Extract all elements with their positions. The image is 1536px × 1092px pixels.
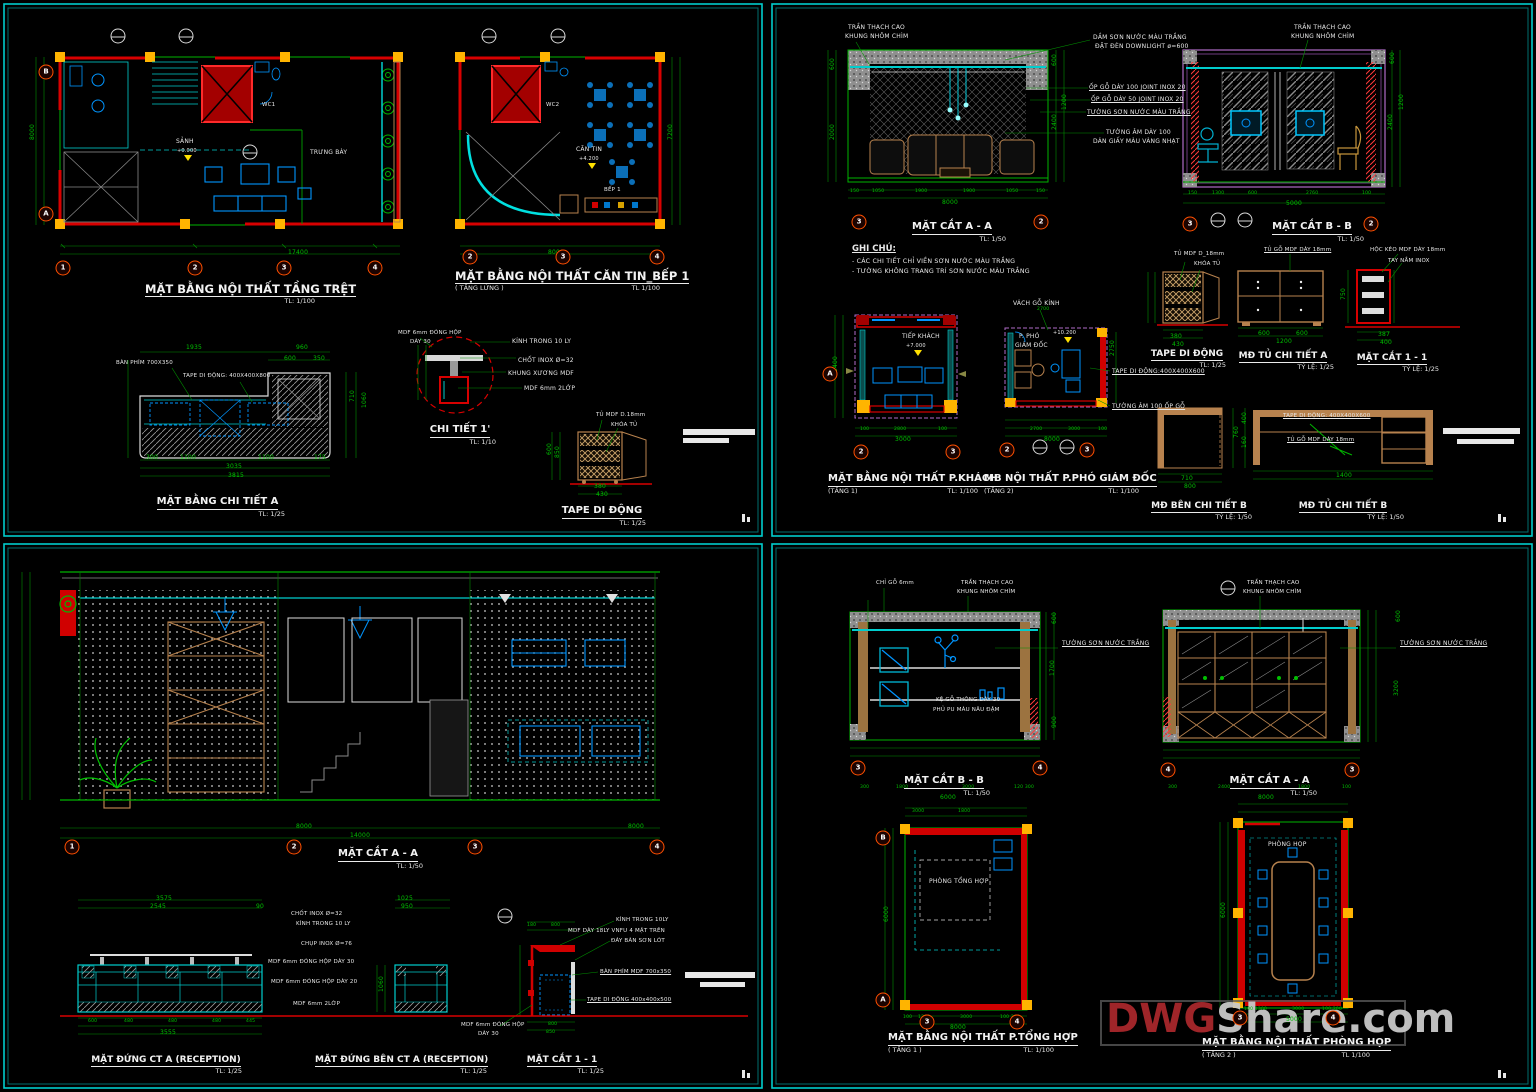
title-tape-di-dong-tr: TAPE DI ĐỘNG TL: 1/25	[1150, 349, 1226, 370]
title-tape-di-dong-tl: TAPE DI ĐỘNG TL: 1/25	[561, 505, 646, 527]
watermark-box	[1100, 1000, 1406, 1046]
title-mat-cat-bb-br: MẶT CẮT B - B TL: 1/50	[904, 775, 990, 797]
title-plan-p-tong-hop: MẶT BẰNG NỘI THẤT P.TỔNG HỢP ( TẦNG 1 )T…	[888, 1032, 1078, 1054]
md-tu-chi-tiet-a-linework	[1237, 254, 1324, 337]
plan-tang-tret-linework	[35, 52, 403, 255]
title-mat-bang-noi-that-tang-tret: MẶT BẰNG NỘI THẤT TẦNG TRỆT TL: 1/100	[145, 282, 357, 306]
title-mat-bang-can-tin: MẶT BẰNG NỘI THẤT CĂN TIN_BẾP 1 ( TẦNG L…	[455, 269, 690, 293]
mat-cat-1-1-bl-linework	[60, 920, 755, 1031]
title-mat-dung-ben-ct-a: MẶT ĐỨNG BÊN CT A (RECEPTION) TL: 1/25	[315, 1055, 489, 1076]
chi-tiet-1-linework	[416, 336, 522, 414]
watermark-share: Share.com	[1216, 996, 1456, 1042]
title-mat-cat-bb-tr: MẶT CẮT B - B TL: 1/50	[1272, 221, 1364, 243]
watermark: DWGShare.com	[1106, 996, 1455, 1042]
title-md-tu-chi-tiet-a: MĐ TỦ CHI TIẾT A TỶ LỆ: 1/25	[1238, 351, 1334, 372]
ghi-chu-heading: GHI CHÚ:	[852, 244, 896, 254]
sheet-mark	[742, 514, 1506, 1078]
tape-di-dong-2-linework	[1147, 261, 1228, 339]
plan-p-khach-linework	[834, 314, 966, 437]
title-mat-cat-1-1-tr: MẶT CẮT 1 - 1 TỶ LỆ: 1/25	[1356, 353, 1439, 374]
section-bb-top-linework	[1182, 39, 1401, 204]
level-flags	[184, 155, 1072, 356]
title-mat-dung-ct-a: MẶT ĐỨNG CT A (RECEPTION) TL: 1/25	[91, 1055, 242, 1076]
title-plan-phong-hop: MẶT BẰNG NỘI THẤT PHÒNG HỌP ( TẦNG 2 )TL…	[1202, 1037, 1392, 1059]
ghi-chu-item: - CÁC CHI TIẾT CHỈ VIỀN SƠN NƯỚC MÀU TRẮ…	[852, 258, 1016, 265]
md-tu-chi-tiet-b-linework	[1253, 410, 1520, 480]
plan-phong-hop-linework	[1219, 803, 1353, 1023]
title-chi-tiet-1: CHI TIẾT 1' TL: 1/10	[429, 424, 496, 446]
title-plan-p-pho-giam-doc: MB NỘI THẤT P.PHÓ GIÁM ĐỐC (TẦNG 2)TL: 1…	[984, 473, 1157, 495]
plan-p-pho-giam-doc-linework	[1004, 309, 1117, 437]
title-mat-cat-aa-tr: MẶT CẮT A - A TL: 1/50	[912, 221, 1006, 243]
ghi-chu-item: - TƯỜNG KHÔNG TRANG TRÍ SƠN NƯỚC MÀU TRẮ…	[852, 268, 1030, 275]
plant	[79, 737, 157, 789]
mat-cat-1-1-tr-linework	[1345, 253, 1460, 341]
section-aa-br-linework	[1162, 596, 1396, 759]
md-ben-chi-tiet-b-linework	[1157, 407, 1246, 483]
sheet-frames	[3, 3, 1533, 1089]
title-plan-p-khach: MẶT BẰNG NỘI THẤT P.KHÁCH (TẦNG 1)TL: 1/…	[828, 473, 998, 495]
shelf-unit	[167, 621, 265, 793]
watermark-dwg: DWG	[1106, 996, 1217, 1042]
reception-elevation-linework	[77, 899, 263, 1035]
title-mat-cat-aa-bl: MẶT CẮT A - A TL: 1/50	[338, 848, 423, 870]
plan-p-tong-hop-linework	[884, 807, 1032, 1025]
tape-di-dong-linework	[551, 419, 755, 495]
title-md-tu-chi-tiet-b: MĐ TỦ CHI TIẾT B TỶ LỆ: 1/50	[1298, 501, 1404, 522]
cafe-tables	[587, 82, 653, 185]
reception-side-elevation-linework	[376, 899, 450, 1013]
title-md-ben-chi-tiet-b: MĐ BÊN CHI TIẾT B TỶ LỆ: 1/50	[1151, 501, 1252, 522]
title-mat-cat-1-1-bl: MẶT CẮT 1 - 1 TL: 1/25	[526, 1055, 604, 1076]
section-aa-top-linework	[827, 39, 1104, 199]
ghi-chu-notes: GHI CHÚ: - CÁC CHI TIẾT CHỈ VIỀN SƠN NƯỚ…	[852, 244, 1030, 278]
plan-can-tin-linework	[455, 52, 681, 255]
title-mat-cat-aa-br: MẶT CẮT A - A TL: 1/50	[1229, 775, 1317, 797]
section-aa-big-linework	[21, 571, 660, 839]
detail-a-linework	[127, 351, 357, 477]
title-mat-bang-chi-tiet-a: MẶT BẰNG CHI TIẾT A TL: 1/25	[156, 496, 285, 518]
section-bb-br-linework	[849, 588, 1058, 757]
